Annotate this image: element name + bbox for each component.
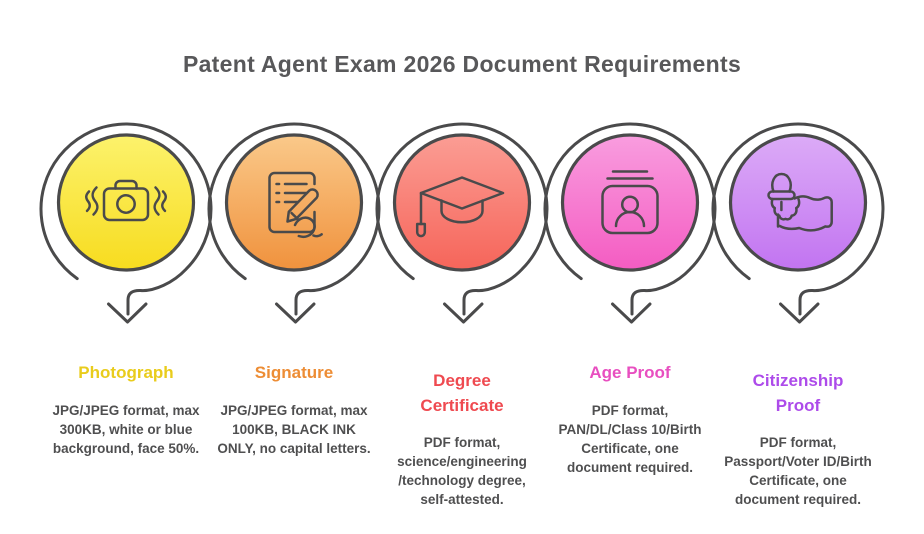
- camera-icon: [85, 179, 167, 222]
- graduation-cap-icon: [415, 176, 505, 238]
- page-title: Patent Agent Exam 2026 Document Requirem…: [182, 51, 742, 77]
- step-heading: Citizenship Proof: [752, 371, 844, 415]
- gradient-circle: [560, 133, 700, 272]
- age-proof-badge: [543, 122, 717, 324]
- step-heading: Age Proof: [589, 363, 671, 382]
- step-description: PDF format, science/engineering /technol…: [397, 435, 527, 508]
- step-description: PDF format, PAN/DL/Class 10/Birth Certif…: [558, 402, 702, 475]
- loop-arrow-icon: [543, 122, 717, 324]
- id-card-icon: [601, 170, 659, 235]
- gradient-circle: [56, 133, 196, 272]
- step-degree-certificate: Degree Certificate PDF format, science/e…: [375, 122, 549, 509]
- loop-arrow-icon: [207, 122, 381, 324]
- loop-arrow-icon: [711, 122, 885, 324]
- citizenship-badge: [711, 122, 885, 324]
- steps-row: Photograph JPG/JPEG format, max 300KB, w…: [0, 122, 924, 509]
- gradient-circle: [392, 133, 532, 272]
- loop-arrow-icon: [375, 122, 549, 324]
- photograph-badge: [39, 122, 213, 324]
- step-age-proof: Age Proof PDF format, PAN/DL/Class 10/Bi…: [543, 122, 717, 509]
- step-signature: Signature JPG/JPEG format, max 100KB, BL…: [207, 122, 381, 509]
- step-heading: Signature: [254, 363, 334, 382]
- step-heading: Photograph: [78, 363, 174, 382]
- step-description: JPG/JPEG format, max 300KB, white or blu…: [52, 402, 200, 456]
- step-heading: Degree Certificate: [420, 371, 504, 415]
- hand-holding-torch-icon: [767, 172, 833, 232]
- loop-arrow-icon: [39, 122, 213, 324]
- step-description: PDF format, Passport/Voter ID/Birth Cert…: [724, 435, 872, 508]
- signature-badge: [207, 122, 381, 324]
- step-photograph: Photograph JPG/JPEG format, max 300KB, w…: [39, 122, 213, 509]
- degree-badge: [375, 122, 549, 324]
- step-citizenship-proof: Citizenship Proof PDF format, Passport/V…: [711, 122, 885, 509]
- step-description: JPG/JPEG format, max 100KB, BLACK INK ON…: [217, 402, 371, 456]
- signature-pen-icon: [268, 171, 323, 239]
